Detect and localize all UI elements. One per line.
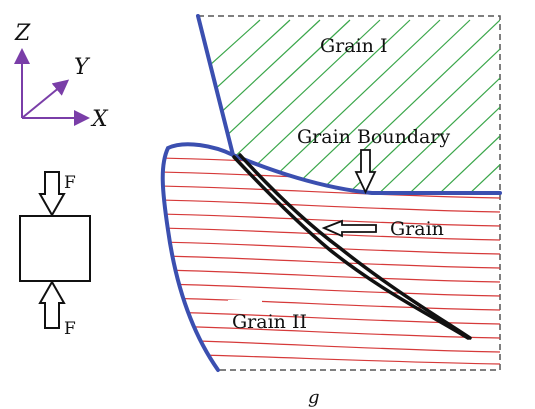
- grain-2-hatching: [162, 157, 500, 365]
- hatching-gap: [228, 300, 262, 305]
- grain-boundary-lines: [160, 14, 502, 372]
- grain-label: Grain: [390, 218, 444, 240]
- dashed-frame: [198, 15, 501, 371]
- x-axis-label: X: [90, 107, 109, 132]
- bottom-force-label: F: [64, 319, 76, 339]
- grain-boundary-interface: [231, 153, 502, 195]
- y-axis-label: Y: [74, 55, 91, 80]
- y-axis-arrow: [21, 79, 70, 119]
- top-force-label: F: [64, 173, 76, 193]
- bottom-force-arrow-icon: [38, 279, 66, 329]
- z-axis-label: Z: [14, 21, 31, 46]
- coordinate-axes: Z Y X: [14, 21, 109, 132]
- specimen-block: [19, 215, 91, 282]
- force-diagram: F F: [19, 171, 91, 339]
- grain-arrow-icon: [321, 219, 377, 238]
- figure-caption: g: [308, 387, 320, 408]
- grain-boundary-arrow-icon: [354, 149, 377, 195]
- grain-2-label: Grain II: [232, 311, 307, 333]
- grain-1-label: Grain I: [320, 35, 387, 57]
- top-force-arrow-icon: [38, 171, 66, 218]
- grain-boundary-label: Grain Boundary: [297, 126, 450, 148]
- grain-2-outer-boundary: [160, 142, 235, 372]
- grain-1-left-boundary: [196, 14, 235, 157]
- crack-band: [232, 153, 472, 340]
